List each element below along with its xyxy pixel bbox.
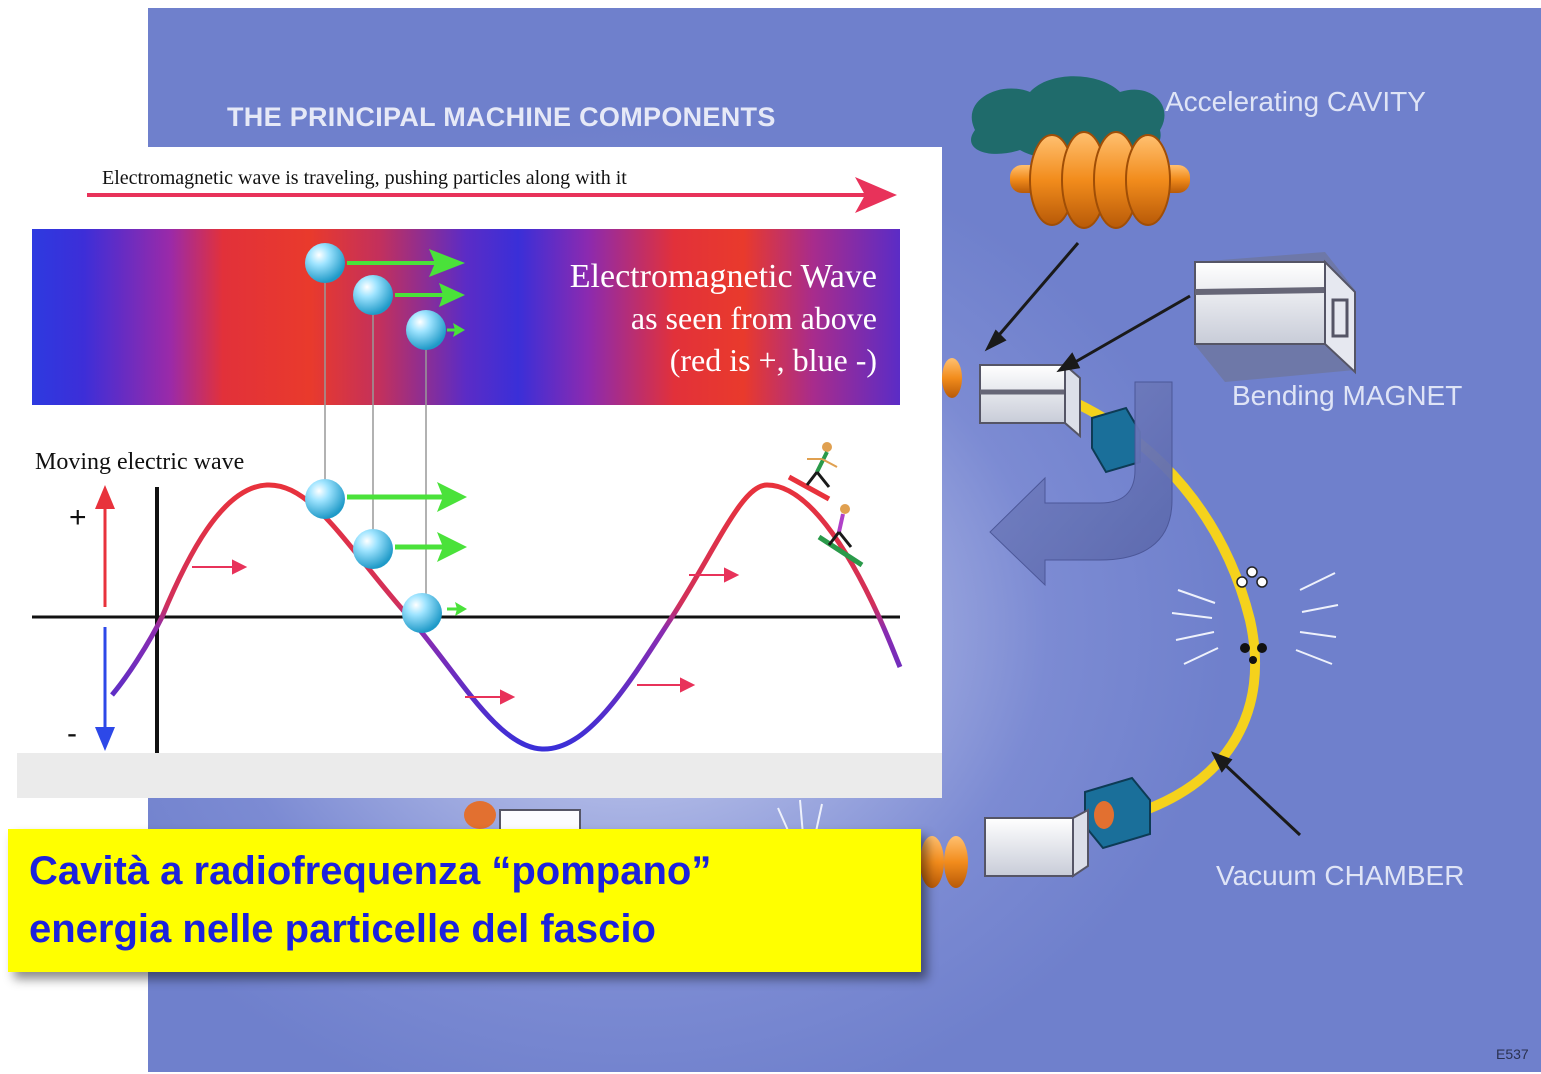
particles-top-view	[305, 243, 465, 350]
small-magnet-icon	[942, 358, 1081, 439]
band-subtitle: as seen from above	[631, 300, 877, 336]
travel-arrow-head	[855, 177, 897, 213]
minus-sign: -	[67, 717, 77, 750]
wave-band	[32, 229, 900, 405]
accelerating-cavity-icon	[971, 76, 1190, 229]
figure-code: E537	[1496, 1046, 1529, 1062]
bending-magnet-icon	[1194, 252, 1356, 382]
label-vacuum-chamber: Vacuum CHAMBER	[1216, 860, 1465, 891]
synchrotron-radiation-rays	[777, 572, 1339, 837]
beam-particles	[1236, 566, 1268, 664]
label-bending-magnet: Bending MAGNET	[1232, 380, 1463, 411]
label-accelerating-cavity: Accelerating CAVITY	[1165, 86, 1426, 117]
graph-label: Moving electric wave	[35, 449, 244, 475]
wave-direction-arrows	[192, 559, 740, 705]
slide-title: THE PRINCIPAL MACHINE COMPONENTS	[227, 102, 776, 132]
caption-line-1: Cavità a radiofrequenza “pompano”	[29, 849, 712, 893]
plus-sign: +	[69, 501, 87, 534]
band-title: Electromagnetic Wave	[570, 258, 877, 295]
bending-direction-arrow	[989, 381, 1173, 587]
particles-on-wave	[305, 479, 467, 633]
pointer-arrows	[984, 242, 1302, 837]
electric-wave-curve	[110, 482, 903, 752]
surfer-icons	[787, 442, 864, 568]
band-note: (red is +, blue -)	[670, 342, 877, 378]
caption-line-2: energia nelle particelle del fascio	[29, 907, 656, 951]
em-wave-illustration: Electromagnetic wave is traveling, pushi…	[17, 167, 942, 798]
electromagnetic-wave-figure: Electromagnetic wave is traveling, pushi…	[17, 147, 942, 798]
figure-bottom-strip	[17, 753, 942, 798]
caption-box: Cavità a radiofrequenza “pompano” energi…	[8, 829, 921, 972]
travel-arrow-text: Electromagnetic wave is traveling, pushi…	[102, 167, 627, 189]
quadrupole-blue-icon	[1084, 406, 1151, 850]
polarity-arrows	[95, 485, 115, 751]
